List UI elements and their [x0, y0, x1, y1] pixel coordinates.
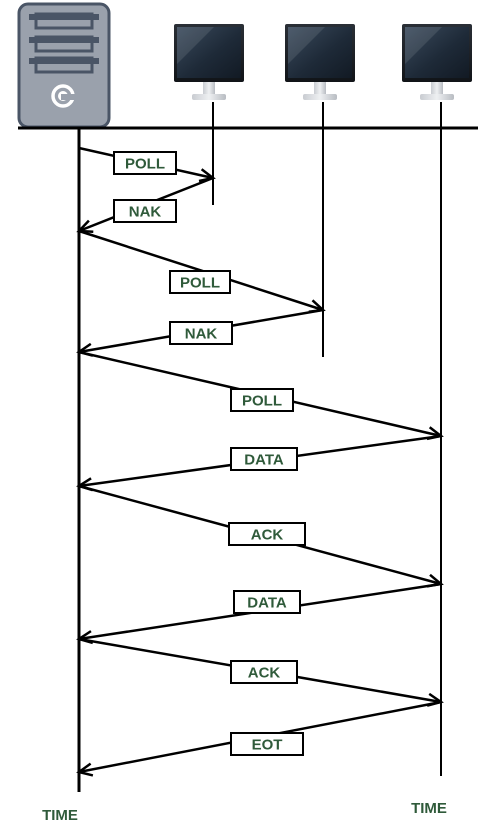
message-arrow: POLL: [78, 146, 216, 183]
message-arrow: DATA: [76, 582, 442, 645]
message-label-box: [113, 151, 177, 175]
message-label: NAK: [129, 204, 162, 221]
message-label: POLL: [180, 275, 220, 292]
message-label-box: [228, 522, 306, 546]
message-label: ACK: [248, 665, 281, 682]
message-arrow: ACK: [78, 637, 444, 707]
message-label-box: [230, 660, 298, 684]
time-label-left: TIME: [42, 807, 78, 824]
server-icon: [17, 2, 111, 129]
message-label-box: [169, 321, 233, 345]
message-label: DATA: [247, 595, 287, 612]
message-label: EOT: [252, 737, 283, 754]
message-label: POLL: [242, 393, 282, 410]
message-label-box: [169, 270, 231, 294]
message-label-box: [230, 447, 298, 471]
message-label-box: [230, 732, 304, 756]
message-arrow: NAK: [76, 308, 324, 357]
time-label-right: TIME: [411, 800, 447, 817]
message-arrow: EOT: [76, 700, 442, 777]
message-arrow: ACK: [78, 484, 444, 588]
message-arrow: POLL: [78, 229, 326, 313]
message-label: ACK: [251, 527, 284, 544]
message-label: NAK: [185, 326, 218, 343]
monitor-icon: [402, 24, 472, 100]
message-arrow: DATA: [76, 434, 442, 492]
message-label: POLL: [125, 156, 165, 173]
message-list: POLL NAK POLL NAK POLL DATA ACK DATA ACK EOT: [76, 146, 444, 777]
message-label-box: [113, 199, 177, 223]
monitor-icon: [174, 24, 244, 100]
message-arrow: NAK: [76, 176, 214, 234]
message-arrow: POLL: [78, 350, 444, 441]
message-label-box: [230, 388, 294, 412]
message-label-box: [233, 590, 301, 614]
message-label: DATA: [244, 452, 284, 469]
monitor-icon: [285, 24, 355, 100]
